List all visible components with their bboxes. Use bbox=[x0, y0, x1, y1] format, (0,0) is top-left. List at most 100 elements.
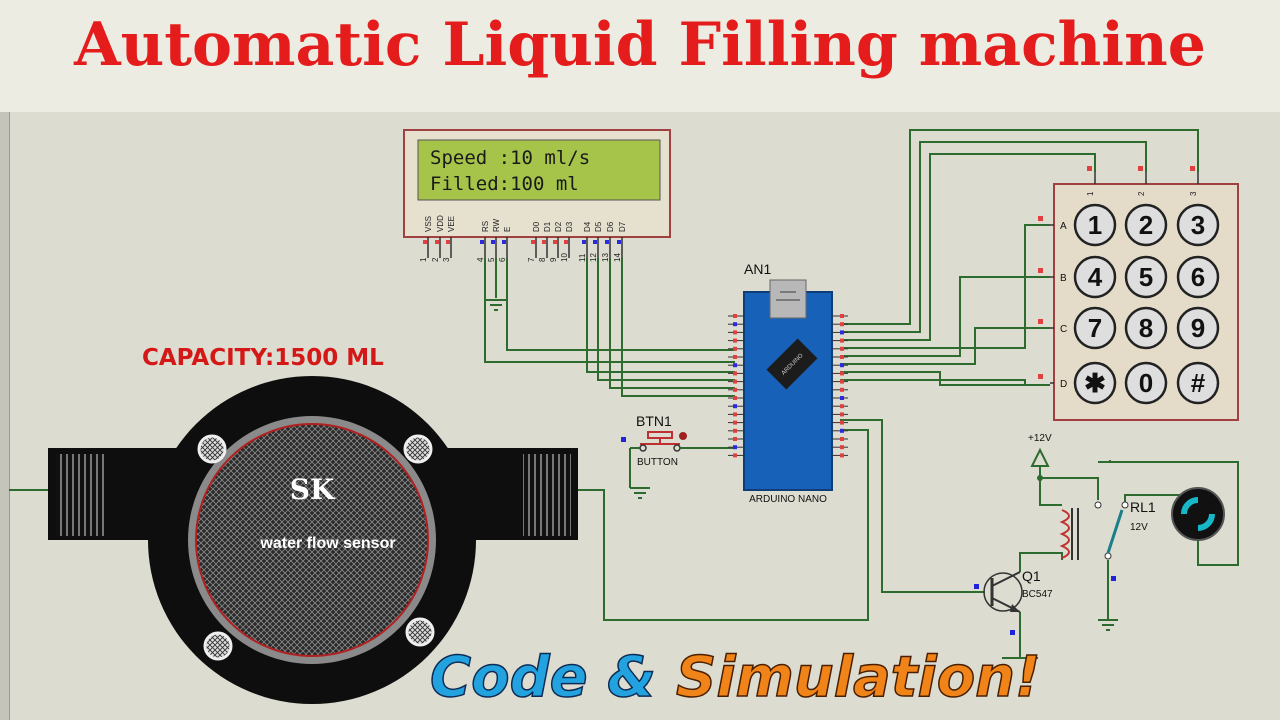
keypad-col-marker bbox=[1138, 166, 1143, 171]
lcd-pin-name: RW bbox=[492, 218, 501, 232]
button-ref: BTN1 bbox=[636, 413, 672, 429]
banner-part-2: Simulation! bbox=[676, 645, 1041, 710]
lcd-pin-number: 6 bbox=[498, 257, 507, 262]
wires bbox=[9, 129, 1239, 658]
arduino-ref: AN1 bbox=[744, 261, 771, 277]
arduino-pins bbox=[728, 314, 848, 458]
keypad-col-marker bbox=[1190, 166, 1195, 171]
keypad-key-label: 6 bbox=[1191, 262, 1205, 292]
keypad-key[interactable]: 9 bbox=[1176, 306, 1220, 350]
lcd-pin-name: D0 bbox=[532, 221, 541, 232]
lcd-pin-name: VDD bbox=[436, 215, 445, 232]
relay-rating: 12V bbox=[1130, 522, 1148, 533]
push-button[interactable]: BTN1 BUTTON bbox=[621, 413, 690, 499]
keypad-col-label: 3 bbox=[1189, 191, 1198, 196]
keypad-key[interactable]: 4 bbox=[1073, 255, 1117, 299]
nano-pin-marker bbox=[840, 437, 844, 441]
nano-pin-marker bbox=[733, 387, 737, 392]
lcd-pin-marker bbox=[435, 240, 439, 244]
keypad-key-label: # bbox=[1191, 368, 1206, 398]
keypad-row-marker bbox=[1038, 374, 1043, 379]
keypad-key[interactable]: 7 bbox=[1073, 306, 1117, 350]
power-label: +12V bbox=[1028, 433, 1052, 444]
nano-pin-marker bbox=[840, 371, 844, 376]
keypad-col-label: 1 bbox=[1086, 191, 1095, 196]
nano-pin-marker bbox=[733, 338, 737, 343]
lcd-pin-number: 3 bbox=[442, 257, 451, 262]
sensor-brand: SK bbox=[290, 473, 336, 506]
nano-pin-marker bbox=[733, 379, 737, 384]
lcd-line-2: Filled:100 ml bbox=[430, 173, 579, 195]
nano-pin-marker bbox=[733, 322, 737, 327]
transistor-ref: Q1 bbox=[1022, 568, 1041, 584]
nano-pin-marker bbox=[840, 445, 844, 450]
keypad-key[interactable]: 2 bbox=[1124, 203, 1168, 247]
lcd-pin-marker bbox=[480, 240, 484, 244]
lcd-pin-marker bbox=[491, 240, 495, 244]
nano-pin-marker bbox=[840, 363, 844, 368]
keypad-key-label: 4 bbox=[1088, 262, 1103, 292]
keypad-key[interactable]: # bbox=[1176, 361, 1220, 405]
lcd-line-1: Speed :10 ml/s bbox=[430, 147, 590, 169]
lcd-pin-number: 10 bbox=[560, 253, 569, 262]
lcd-pin-name: D1 bbox=[543, 221, 552, 232]
nano-pin-marker bbox=[733, 330, 737, 335]
nano-pin-marker bbox=[840, 338, 844, 343]
lcd-pin-name: VSS bbox=[424, 216, 433, 232]
lcd-module: Speed :10 ml/s Filled:100 ml VSS1VDD2VEE… bbox=[403, 129, 671, 262]
keypad-key[interactable]: ✱ bbox=[1073, 361, 1117, 405]
keypad-row-label: C bbox=[1060, 324, 1067, 335]
keypad-key[interactable]: 1 bbox=[1073, 203, 1117, 247]
lcd-pin-number: 8 bbox=[538, 257, 547, 262]
keypad-key[interactable]: 5 bbox=[1124, 255, 1168, 299]
nano-pin-marker bbox=[733, 404, 737, 409]
keypad-key-label: 5 bbox=[1139, 262, 1153, 292]
nano-pin-marker bbox=[840, 346, 844, 351]
keypad-key-label: 8 bbox=[1139, 313, 1153, 343]
nano-pin-marker bbox=[840, 404, 844, 409]
keypad-col-label: 2 bbox=[1137, 191, 1146, 196]
lcd-pin-marker bbox=[564, 240, 568, 244]
lcd-pin-name: D6 bbox=[606, 221, 615, 232]
lcd-pin-name: D5 bbox=[594, 221, 603, 232]
lcd-pin-marker bbox=[423, 240, 427, 244]
lcd-pin-number: 1 bbox=[419, 257, 428, 262]
lcd-pin-number: 7 bbox=[527, 257, 536, 262]
button-name: BUTTON bbox=[637, 457, 678, 468]
keypad-key-label: 3 bbox=[1191, 210, 1205, 240]
nano-pin-marker bbox=[840, 412, 844, 417]
keypad-key[interactable]: 0 bbox=[1124, 361, 1168, 405]
nano-pin-marker bbox=[733, 420, 737, 425]
nano-pin-marker bbox=[733, 428, 737, 433]
lcd-pin-marker bbox=[531, 240, 535, 244]
keypad-row-marker bbox=[1038, 216, 1043, 221]
lcd-pin-marker bbox=[582, 240, 586, 244]
sensor-label: water flow sensor bbox=[259, 535, 395, 552]
relay-ref: RL1 bbox=[1130, 499, 1156, 515]
capacity-label: CAPACITY:1500 ML bbox=[142, 345, 384, 371]
ground-symbol-lcd bbox=[485, 299, 507, 311]
keypad-row-label: B bbox=[1060, 273, 1067, 284]
nano-pin-marker bbox=[840, 420, 844, 425]
nano-pin-marker bbox=[733, 363, 737, 368]
keypad-key[interactable]: 6 bbox=[1176, 255, 1220, 299]
lcd-pin-number: 2 bbox=[431, 257, 440, 262]
keypad-key[interactable]: 3 bbox=[1176, 203, 1220, 247]
lcd-pin-marker bbox=[446, 240, 450, 244]
page-title: Automatic Liquid Filling machine bbox=[74, 10, 1206, 80]
banner-part-1: Code & bbox=[430, 645, 656, 710]
nano-pin-marker bbox=[733, 396, 737, 400]
title-bar: Automatic Liquid Filling machine bbox=[0, 0, 1280, 112]
arduino-nano: AN1 ARDUINO ARDUINO NANO bbox=[728, 261, 848, 505]
keypad-row-marker bbox=[1038, 319, 1043, 324]
nano-pin-marker bbox=[840, 314, 844, 318]
nano-pin-marker bbox=[733, 445, 737, 450]
nano-pin-marker bbox=[733, 314, 737, 318]
lcd-pin-name: D4 bbox=[583, 221, 592, 232]
transistor-model: BC547 bbox=[1022, 589, 1053, 600]
keypad-key[interactable]: 8 bbox=[1124, 306, 1168, 350]
keypad-row-label: D bbox=[1060, 379, 1067, 390]
lcd-pin-number: 13 bbox=[601, 253, 610, 262]
lcd-pins: VSS1VDD2VEE3RS4RW5E6D07D18D29D310D411D51… bbox=[419, 215, 627, 262]
